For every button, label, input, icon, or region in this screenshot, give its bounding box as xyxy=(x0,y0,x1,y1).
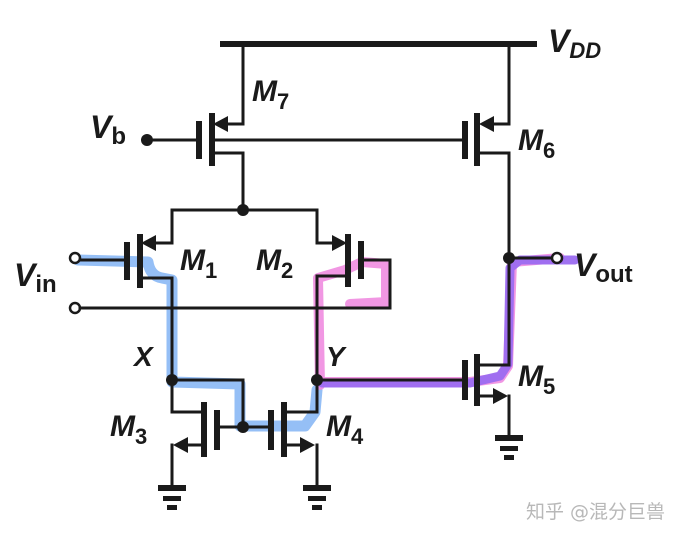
transistor-m2 xyxy=(315,234,364,382)
label-m4: M4 xyxy=(326,410,364,449)
transistor-m3 xyxy=(170,378,272,489)
transistor-m6 xyxy=(462,42,511,260)
ground-icon xyxy=(303,485,331,510)
ground-icon xyxy=(158,485,186,510)
label-node-y: Y xyxy=(326,341,347,372)
m2-gate-wire xyxy=(78,258,392,310)
vout-terminal xyxy=(550,251,564,265)
label-m1: M1 xyxy=(180,244,217,283)
transistor-m1 xyxy=(124,234,174,382)
label-m2: M2 xyxy=(256,244,293,283)
transistor-m7 xyxy=(196,42,245,212)
ground-icon xyxy=(495,435,523,460)
label-m6: M6 xyxy=(518,124,555,163)
transistor-m4 xyxy=(268,378,319,489)
label-m3: M3 xyxy=(110,410,147,449)
highlight-blue-path xyxy=(72,254,323,432)
label-m5: M5 xyxy=(518,360,555,399)
vin-plus-terminal xyxy=(68,251,82,265)
transistor-m5 xyxy=(462,256,511,439)
label-vdd: VDD xyxy=(548,23,601,63)
label-vb: Vb xyxy=(90,109,126,150)
mirror-gate-node xyxy=(237,421,249,433)
label-vin: Vin xyxy=(14,257,57,298)
label-m7: M7 xyxy=(252,75,289,114)
label-node-x: X xyxy=(132,341,155,372)
watermark: 知乎 @混分巨兽 xyxy=(526,501,665,523)
label-vout: Vout xyxy=(574,247,633,288)
mirror-diode-wire xyxy=(170,378,245,429)
